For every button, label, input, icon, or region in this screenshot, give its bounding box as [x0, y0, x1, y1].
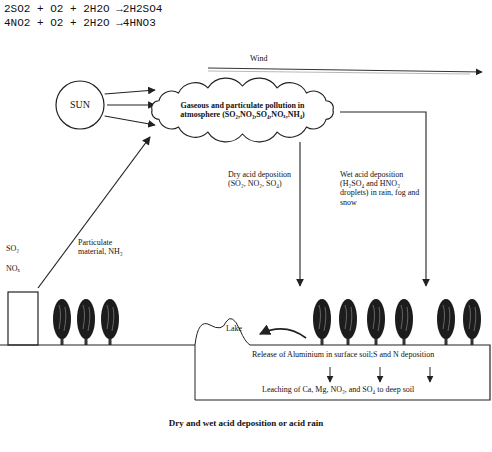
dry-deposition-label: Dry acid deposition (SO₂, NO₂, SO₄) — [228, 170, 294, 188]
tree — [367, 299, 385, 345]
sun-ray-arrow — [105, 90, 155, 94]
leaching-arrow — [330, 367, 331, 382]
tree — [53, 299, 71, 345]
sun-circle: SUN — [55, 80, 105, 130]
tree — [437, 299, 455, 345]
equation: 4NO2 + O2 + 2H2O →4HNO3 — [4, 17, 254, 30]
lake-label: Lake — [226, 324, 252, 333]
pollution-cloud: Gaseous and particulate pollution in atm… — [145, 80, 340, 140]
tree — [395, 299, 413, 345]
tree — [77, 299, 95, 345]
emission-arrow — [38, 137, 150, 288]
wet-deposition-arrow — [340, 112, 426, 286]
soil-edge — [195, 345, 196, 400]
emission-label: SO₂ — [6, 244, 32, 253]
leaching-arrow — [430, 367, 431, 382]
wind-line — [208, 71, 470, 74]
sun-ray-arrow — [105, 116, 155, 125]
leaching-label: Leaching of Ca, Mg, NO₃, and SO₄ to deep… — [262, 385, 486, 394]
runoff-arrow — [260, 329, 306, 338]
particulate-label: Particulate material, NH₃ — [78, 238, 130, 256]
sun-ray-arrow — [107, 104, 155, 105]
leaching-arrow — [380, 367, 381, 382]
node-text: SUN — [60, 99, 100, 111]
tree — [313, 299, 331, 345]
dry-deposition-arrow — [299, 142, 300, 286]
emission-label: NOₓ — [6, 264, 32, 273]
soil-process-label: Release of Aluminium in surface soil;S a… — [252, 350, 486, 359]
ground — [0, 345, 490, 400]
sun-outline — [56, 81, 104, 129]
node-text: Gaseous and particulate pollution in atm… — [173, 101, 313, 119]
chimney — [8, 292, 38, 345]
equation: 2SO2 + O2 + 2H2O →2H2SO4 — [4, 3, 254, 16]
caption: Dry and wet acid deposition or acid rain — [60, 418, 432, 428]
wind-label: Wind — [250, 54, 290, 63]
tree — [101, 299, 119, 345]
cloud-outline — [152, 78, 334, 142]
wet-deposition-label: Wet acid deposition (H₂SO₄ and HNO₃ drop… — [340, 170, 420, 207]
tree — [463, 299, 481, 345]
tree — [339, 299, 357, 345]
